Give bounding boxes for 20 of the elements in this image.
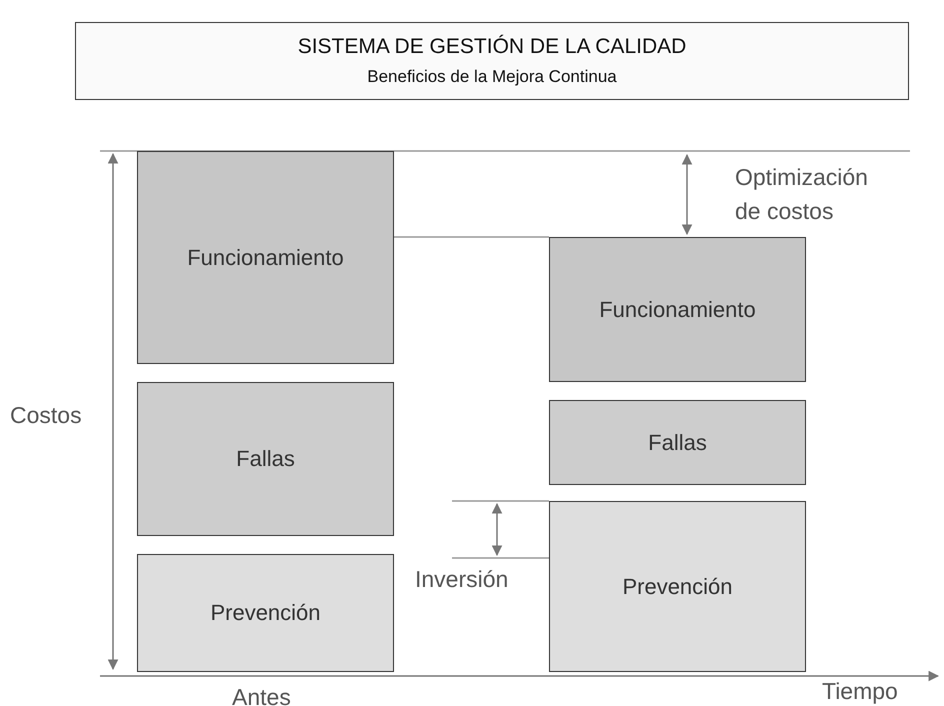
cost-block <box>137 554 394 672</box>
block-label: Fallas <box>648 430 707 456</box>
period-label: Antes <box>232 683 291 706</box>
axis-label: Costos <box>10 401 82 430</box>
block-label: Prevención <box>622 574 733 600</box>
box-subheading: Beneficios de la Mejora Continua <box>367 67 617 87</box>
block-label: Prevención <box>210 600 321 626</box>
axis-label: Tiempo <box>822 677 898 706</box>
cost-block <box>549 501 806 672</box>
investment-label: Inversión <box>415 565 508 594</box>
box-heading: SISTEMA DE GESTIÓN DE LA CALIDAD <box>298 35 686 59</box>
block-label: Funcionamiento <box>599 296 756 322</box>
cost-block <box>549 237 806 382</box>
title-box <box>75 22 909 100</box>
block-label: Fallas <box>236 446 295 472</box>
cost-block <box>137 382 394 536</box>
block-label: Funcionamiento <box>187 244 344 270</box>
cost-block <box>549 400 806 485</box>
savings-label: Optimización de costos <box>735 163 869 226</box>
cost-block <box>137 151 394 364</box>
